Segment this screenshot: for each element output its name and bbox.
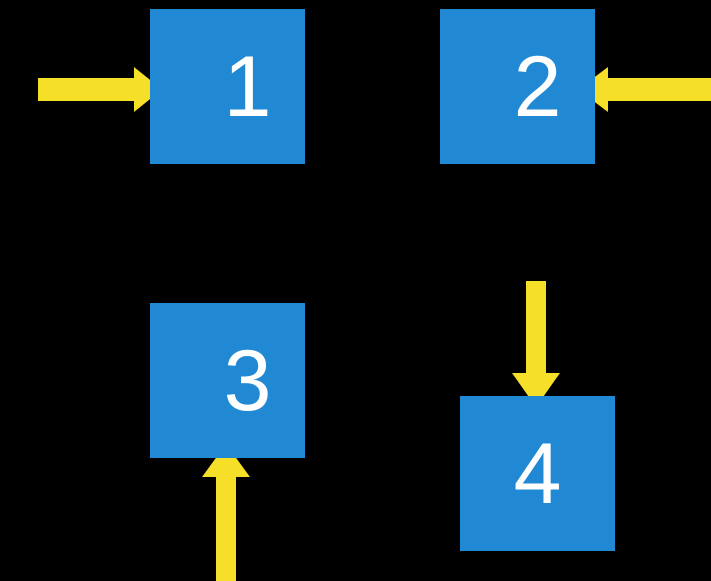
node-3-label: 3: [223, 332, 272, 429]
arrow-into-node-3-icon: [202, 444, 250, 581]
arrow-into-node-4-icon: [512, 281, 560, 407]
arrow-into-node-1-icon: [38, 67, 162, 112]
node-3-rect: [150, 303, 305, 458]
node-2[interactable]: 2: [440, 9, 595, 164]
node-1-rect: [150, 9, 305, 164]
node-1-label: 1: [223, 38, 272, 135]
arrow-into-node-2-icon: [578, 67, 711, 112]
node-4-rect: [460, 396, 615, 551]
node-2-rect: [440, 9, 595, 164]
arrow-up-glyph: [202, 444, 250, 581]
arrow-down-glyph: [512, 281, 560, 407]
node-3[interactable]: 3: [150, 303, 305, 458]
arrow-right-glyph: [38, 67, 162, 112]
node-4-label: 4: [513, 425, 562, 522]
node-1[interactable]: 1: [150, 9, 305, 164]
node-2-label: 2: [513, 38, 562, 135]
node-4[interactable]: 4: [460, 396, 615, 551]
arrow-left-glyph: [578, 67, 711, 112]
